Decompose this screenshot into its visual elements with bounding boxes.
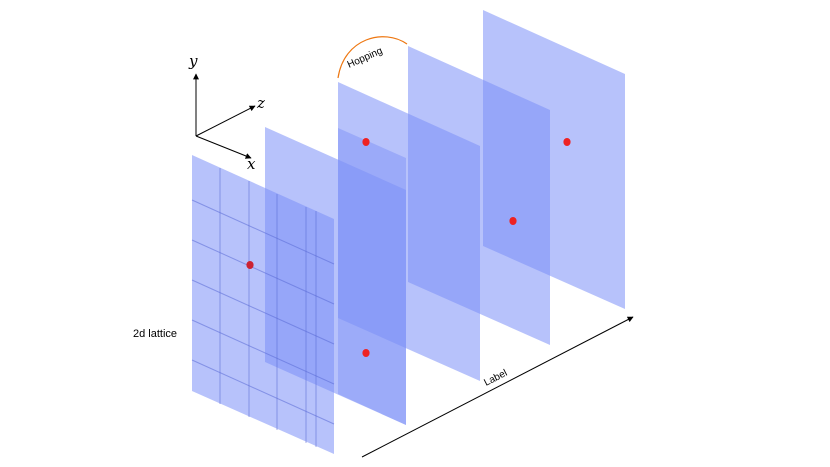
plane-1-lattice bbox=[192, 155, 334, 454]
x-axis bbox=[195, 135, 252, 159]
site-dot bbox=[362, 349, 370, 357]
hopping-arc bbox=[337, 36, 408, 79]
y-axis-label: y bbox=[188, 52, 198, 70]
site-dot bbox=[246, 261, 254, 269]
sites bbox=[246, 138, 571, 357]
lattice-label: 2d lattice bbox=[133, 328, 177, 340]
label-arrow bbox=[361, 316, 634, 458]
z-axis-label: z bbox=[256, 94, 265, 112]
site-dot bbox=[563, 138, 571, 146]
lattice-grid bbox=[191, 168, 335, 447]
site-dot bbox=[362, 138, 370, 146]
site-dot bbox=[509, 217, 517, 225]
x-axis-label: x bbox=[247, 155, 256, 173]
planes bbox=[192, 10, 625, 454]
label-arrow-text: Label bbox=[482, 368, 509, 389]
axes-triad: y z x bbox=[188, 52, 265, 173]
z-axis bbox=[195, 105, 256, 137]
